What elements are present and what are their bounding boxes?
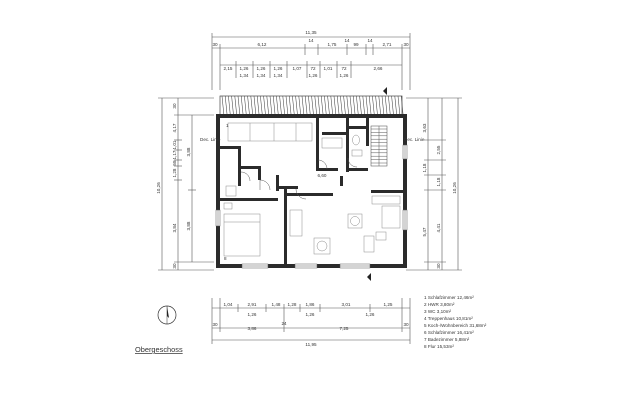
- top-dim: 72: [341, 66, 347, 71]
- bottom-dim: 1,48: [272, 302, 281, 307]
- bottom-dimension-chains: 1,04 2,91 1,48 1,28 1,86 3,01 1,25 1,26 …: [211, 298, 411, 347]
- top-dim: 99: [353, 42, 359, 47]
- north-arrow-icon: [157, 305, 177, 325]
- legend-item: 6 Schlafzimmer 16,41m²: [424, 330, 474, 335]
- top-dim: 30: [212, 42, 218, 47]
- furniture: [223, 122, 401, 257]
- top-dim-sub: 1,26: [340, 73, 349, 78]
- right-dim: 1,18: [436, 177, 441, 186]
- left-dim: 1,17: [172, 150, 177, 159]
- bottom-dim-sub: 1,26: [306, 312, 315, 317]
- bottom-overall-dim: 11,95: [305, 342, 317, 347]
- left-dim: 30: [172, 103, 177, 109]
- side-note-label: Dec. Linie: [200, 137, 221, 142]
- top-dim: 2,15: [224, 66, 233, 71]
- legend-item: 1 Schlafzimmer 12,46m²: [424, 295, 474, 300]
- legend-item: 3 WC 3,10m²: [424, 309, 452, 314]
- left-dim: 1,28: [172, 168, 177, 177]
- room-number-label: 8: [224, 256, 227, 261]
- top-dim: 14: [308, 38, 314, 43]
- top-dim-sub: 1,26: [309, 73, 318, 78]
- right-dim: 3,63: [422, 123, 427, 132]
- bottom-dim: 30: [212, 322, 218, 327]
- top-dim: 14: [367, 38, 373, 43]
- left-inner-dim: 3,88: [186, 221, 191, 230]
- room-number-label: 1: [226, 123, 229, 128]
- left-inner-dim: 3,88: [186, 147, 191, 156]
- top-dim: 1,26: [274, 66, 283, 71]
- section-markers: [367, 87, 387, 281]
- top-dim: 1,26: [257, 66, 266, 71]
- right-dim: 2,55: [436, 145, 441, 154]
- top-dimension-chains: 11,35 30 6,12 14 1,75 14 99 14 2,71 30 2…: [211, 30, 411, 90]
- top-dim: 6,12: [258, 42, 267, 47]
- left-dim: 58: [172, 160, 177, 166]
- top-dim: 2,71: [383, 42, 392, 47]
- left-dim: 4,17: [172, 123, 177, 132]
- inner-dim-label: 6,60: [318, 173, 327, 178]
- top-dim-sub: 1,34: [240, 73, 249, 78]
- windows: [215, 144, 408, 269]
- right-dim: 4,41: [436, 223, 441, 232]
- bottom-dim: 24: [281, 321, 287, 326]
- bottom-dim: 7,25: [340, 326, 349, 331]
- top-dim: 1,75: [328, 42, 337, 47]
- right-dim: 1,18: [422, 163, 427, 172]
- top-overall-dim: 11,35: [305, 30, 317, 35]
- legend-item: 2 HWR 3,80m²: [424, 302, 455, 307]
- left-dim: 1,01: [172, 140, 177, 149]
- bottom-dim-sub: 1,26: [366, 312, 375, 317]
- room-legend: 1 Schlafzimmer 12,46m² 2 HWR 3,80m² 3 WC…: [424, 295, 487, 349]
- left-dim: 3,84: [172, 223, 177, 232]
- bottom-dim: 2,91: [248, 302, 257, 307]
- balcony-hatch: [219, 95, 404, 117]
- legend-item: 4 Treppenhaus 10,81m²: [424, 316, 473, 321]
- walls: [216, 114, 407, 268]
- bottom-dim: 1,28: [288, 302, 297, 307]
- top-dim: 14: [344, 38, 350, 43]
- bottom-dim: 1,04: [224, 302, 233, 307]
- top-dim: 72: [310, 66, 316, 71]
- right-overall-dim: 10,26: [452, 182, 457, 194]
- bottom-dim: 3,01: [342, 302, 351, 307]
- side-note-label: Dec. Linie: [404, 137, 425, 142]
- legend-item: 8 Flur 15,53m²: [424, 344, 454, 349]
- left-dimension-chains: 10,26 30 4,17 1,01 1,17 58 1,28 3,84 30 …: [156, 97, 214, 271]
- legend-item: 7 Badezimmer 5,88m²: [424, 337, 470, 342]
- legend-item: 5 Koch-/Wohnbereich 31,68m²: [424, 323, 487, 328]
- doors: [240, 157, 358, 200]
- staircase: [370, 125, 388, 167]
- left-overall-dim: 10,26: [156, 182, 161, 194]
- top-dim: 1,26: [240, 66, 249, 71]
- arrow-left-icon: [383, 87, 387, 95]
- bottom-dim: 30: [403, 322, 409, 327]
- top-dim: 30: [403, 42, 409, 47]
- top-dim: 1,07: [293, 66, 302, 71]
- left-dim: 30: [172, 263, 177, 269]
- right-dimension-chains: 3,63 1,18 2,55 1,18 4,41 30 5,47 10,26: [406, 97, 462, 271]
- right-inner-dim: 5,47: [422, 227, 427, 236]
- right-dim: 30: [436, 263, 441, 269]
- arrow-left-icon: [367, 273, 371, 281]
- bottom-dim: 1,86: [306, 302, 315, 307]
- drawing-title: Obergeschoss: [135, 345, 183, 354]
- bottom-dim: 3,86: [248, 326, 257, 331]
- top-dim: 1,01: [324, 66, 333, 71]
- top-dim-sub: 1,34: [257, 73, 266, 78]
- bottom-dim-sub: 1,26: [248, 312, 257, 317]
- top-dim-sub: 1,34: [274, 73, 283, 78]
- top-dim: 2,66: [374, 66, 383, 71]
- bottom-dim: 1,25: [384, 302, 393, 307]
